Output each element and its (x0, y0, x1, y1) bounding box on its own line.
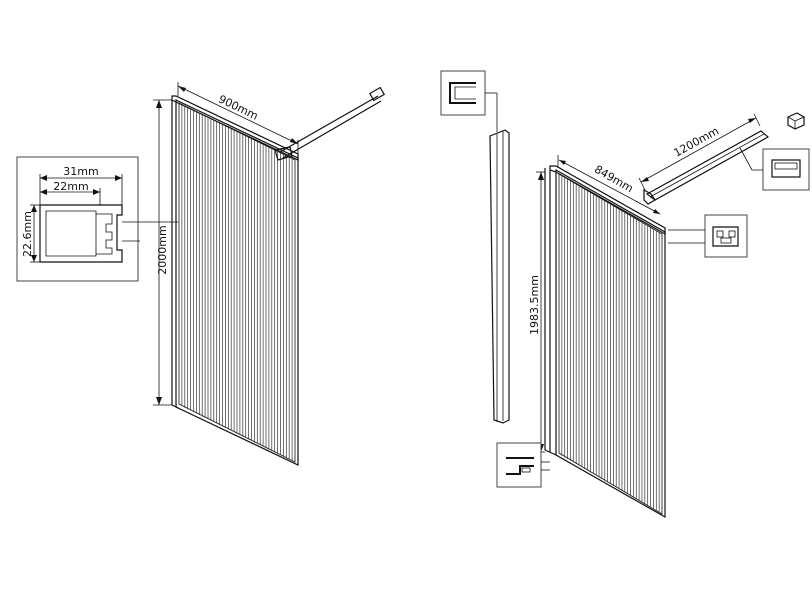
wall-profile (440, 70, 510, 424)
width-dimension-900: 900mm (177, 82, 299, 154)
bottom-channel-inset (496, 442, 550, 488)
c-channel-profile-icon (449, 82, 476, 104)
wall-channel-profile-icon (506, 457, 534, 475)
height-dimension-2000: 2000mm (153, 99, 172, 406)
clamp-profile-icon (712, 226, 739, 247)
bar-profile-icon (771, 159, 801, 178)
bar-profile-inset (739, 147, 810, 191)
height-label-2000: 2000mm (156, 225, 169, 274)
profile-detail-box: 31mm 22mm 22.6mm (16, 156, 178, 282)
support-bar (643, 130, 770, 205)
inner-width-label-22: 22mm (53, 180, 88, 193)
depth-label-22-6: 22.6mm (21, 211, 34, 257)
height-dimension-1983-5: 1983.5mm (528, 171, 545, 453)
right-glass-panel (544, 165, 666, 519)
fluted-glass-lines (561, 175, 660, 513)
height-label-1983-5: 1983.5mm (528, 275, 541, 335)
left-glass-panel (171, 95, 299, 466)
clamp-profile-inset (668, 214, 748, 258)
outer-width-label-31: 31mm (63, 165, 98, 178)
left-support-arm (274, 86, 386, 161)
fluted-glass-lines (181, 104, 293, 461)
u-profile-icon (39, 204, 123, 263)
connector-cube-icon (787, 112, 805, 130)
